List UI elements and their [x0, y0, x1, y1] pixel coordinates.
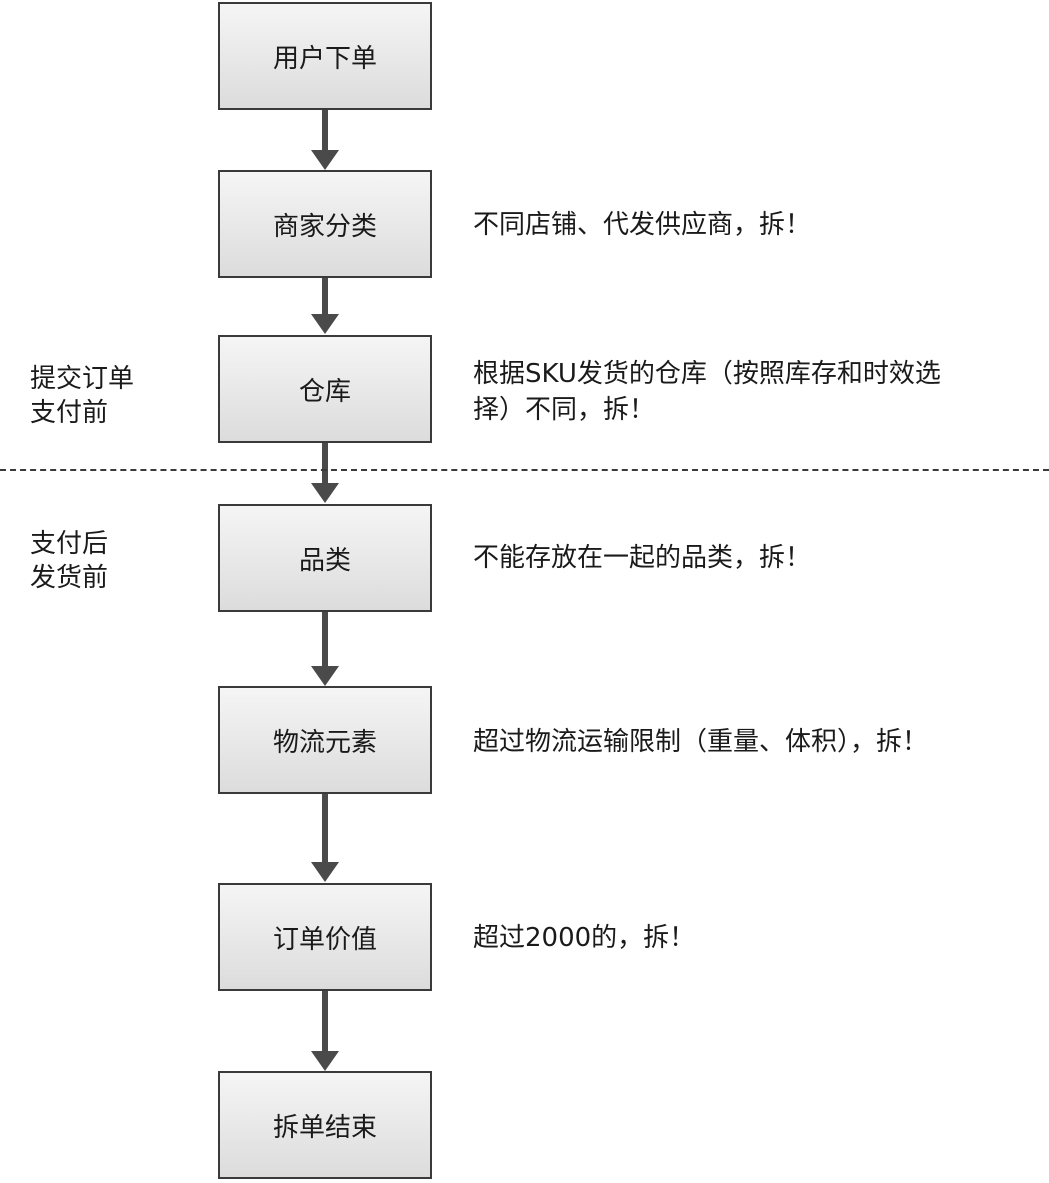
step-order-value: 订单价值 [218, 883, 432, 991]
connector-1 [322, 110, 328, 152]
connector-5 [322, 794, 328, 864]
arrow-1 [311, 150, 339, 170]
phase-before-line2: 支付前 [30, 398, 109, 428]
arrow-5 [311, 862, 339, 882]
connector-6 [322, 991, 328, 1053]
arrow-4 [311, 666, 339, 686]
note-merchant: 不同店铺、代发供应商，拆！ [473, 210, 812, 240]
step-category: 品类 [218, 504, 432, 612]
note-warehouse-line1: 根据SKU发货的仓库（按照库存和时效选 [473, 359, 941, 389]
connector-3 [322, 443, 328, 485]
phase-after-line1: 支付后 [30, 529, 109, 559]
arrow-3 [311, 483, 339, 503]
step-warehouse: 仓库 [218, 335, 432, 443]
connector-4 [322, 612, 328, 668]
note-warehouse-line2: 择）不同，拆！ [473, 395, 656, 425]
step-logistics: 物流元素 [218, 686, 432, 794]
arrow-2 [311, 314, 339, 334]
note-warehouse: 根据SKU发货的仓库（按照库存和时效选 择）不同，拆！ [473, 356, 941, 428]
step-label: 仓库 [298, 376, 351, 407]
step-label: 用户下单 [272, 43, 377, 74]
phase-after-line2: 发货前 [30, 563, 109, 593]
arrow-6 [311, 1051, 339, 1071]
step-split-end: 拆单结束 [218, 1071, 432, 1179]
phase-before-line1: 提交订单 [30, 364, 135, 394]
note-value: 超过2000的，拆！ [473, 923, 696, 953]
step-label: 物流元素 [272, 727, 377, 758]
step-merchant-classify: 商家分类 [218, 170, 432, 278]
phase-before-payment: 提交订单 支付前 [30, 362, 134, 430]
step-label: 订单价值 [272, 924, 377, 955]
note-logistics: 超过物流运输限制（重量、体积），拆！ [473, 727, 929, 757]
phase-after-payment: 支付后 发货前 [30, 527, 108, 595]
connector-2 [322, 278, 328, 316]
phase-divider [0, 469, 1049, 471]
note-category: 不能存放在一起的品类，拆！ [473, 543, 812, 573]
step-label: 商家分类 [272, 211, 377, 242]
step-label: 品类 [298, 545, 351, 576]
step-user-order: 用户下单 [218, 2, 432, 110]
step-label: 拆单结束 [272, 1112, 377, 1143]
